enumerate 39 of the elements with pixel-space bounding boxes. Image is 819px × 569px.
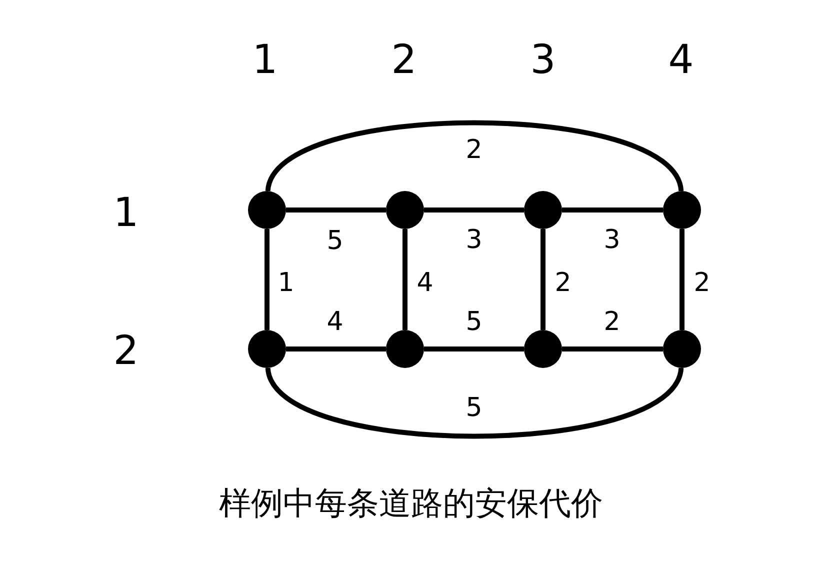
edge-label: 4 [416,270,434,296]
vertex-dot [386,191,424,229]
vertex-dot [248,191,286,229]
edge-label: 4 [326,309,344,335]
edge-label: 3 [466,227,482,253]
vertex-dot [524,191,562,229]
graph-edge [424,208,524,212]
curved-edge [266,367,684,439]
vertex-dot [386,330,424,368]
graph-edge [562,346,663,352]
graph-edge [562,208,663,212]
column-number: 2 [391,40,417,80]
column-number: 3 [530,40,556,80]
vertex-dot [663,191,701,229]
caption: 样例中每条道路的安保代价 [219,487,603,519]
curved-edge [266,120,684,192]
edge-label: 2 [554,270,572,296]
column-number: 1 [252,40,278,80]
vertex-dot [524,330,562,368]
graph-edge [424,346,524,352]
graph-edge [286,346,386,352]
edge-label: 5 [466,309,482,335]
edge-label: 3 [604,227,620,253]
graph-edge [402,229,408,330]
graph-edge [680,229,684,330]
graph-edge [264,229,270,330]
edge-label: 2 [604,309,620,335]
edge-label: 5 [466,395,482,421]
graph-edge [540,229,546,330]
edge-label: 2 [466,137,482,163]
column-number: 4 [668,40,694,80]
vertex-dot [663,330,701,368]
row-number: 1 [113,193,139,233]
edge-label: 5 [326,228,344,254]
vertex-dot [248,330,286,368]
row-number: 2 [113,331,139,371]
edge-label: 2 [694,270,710,296]
graph-edge [286,208,386,212]
edge-label: 1 [278,270,294,296]
